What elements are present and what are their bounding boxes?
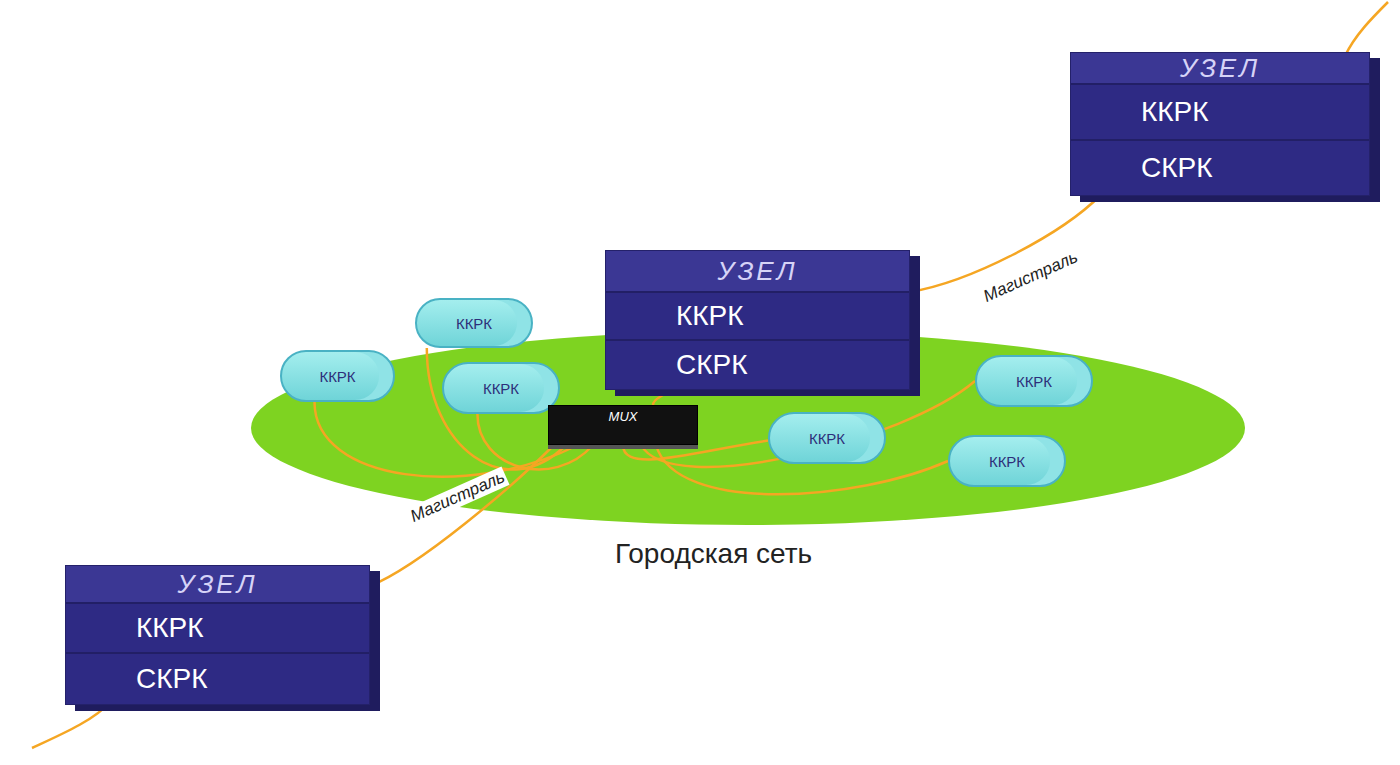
node-label: ККРК	[676, 300, 744, 332]
node-title: УЗЕЛ	[606, 251, 909, 291]
node-block: УЗЕЛ ККРК СКРК	[605, 250, 910, 390]
node-label: ККРК	[1016, 373, 1052, 390]
area-caption: Городская сеть	[615, 538, 812, 570]
node-label: ККРК	[1141, 96, 1209, 128]
node-label: СКРК	[1141, 152, 1213, 184]
node-label: ККРК	[456, 315, 492, 332]
cable-node-cylinder: ККРК	[415, 298, 533, 348]
cable-node-cylinder: ККРК	[768, 412, 886, 464]
node-section: СКРК	[66, 652, 369, 704]
cable-node-cylinder: ККРК	[442, 362, 560, 414]
node-label: ККРК	[483, 380, 519, 397]
node-section: ККРК	[1071, 83, 1369, 139]
trunk-label: Магистраль	[406, 466, 510, 527]
node-label: СКРК	[676, 349, 748, 381]
multiplexer: MUX	[548, 405, 698, 445]
cable-line	[427, 348, 566, 470]
node-block: УЗЕЛ ККРК СКРК	[65, 565, 370, 705]
cable-line	[653, 389, 667, 405]
trunk-label: Магистраль	[979, 246, 1083, 307]
trunk-line	[1345, 2, 1388, 56]
node-label: ККРК	[136, 612, 204, 644]
node-section: ККРК	[606, 291, 909, 339]
cable-node-cylinder: ККРК	[948, 435, 1066, 487]
node-title: УЗЕЛ	[1071, 53, 1369, 83]
node-label: ККРК	[319, 368, 355, 385]
node-block: УЗЕЛ ККРК СКРК	[1070, 52, 1370, 196]
node-section: СКРК	[1071, 139, 1369, 195]
node-section: СКРК	[606, 339, 909, 389]
cable-node-cylinder: ККРК	[975, 355, 1093, 407]
node-label: MUX	[609, 409, 638, 444]
cable-node-cylinder: ККРК	[280, 350, 395, 402]
node-section: ККРК	[66, 602, 369, 652]
node-label: СКРК	[136, 663, 208, 695]
node-label: ККРК	[989, 453, 1025, 470]
trunk-line	[32, 702, 110, 748]
cable-line	[370, 445, 554, 586]
node-title: УЗЕЛ	[66, 566, 369, 602]
node-label: ККРК	[809, 430, 845, 447]
